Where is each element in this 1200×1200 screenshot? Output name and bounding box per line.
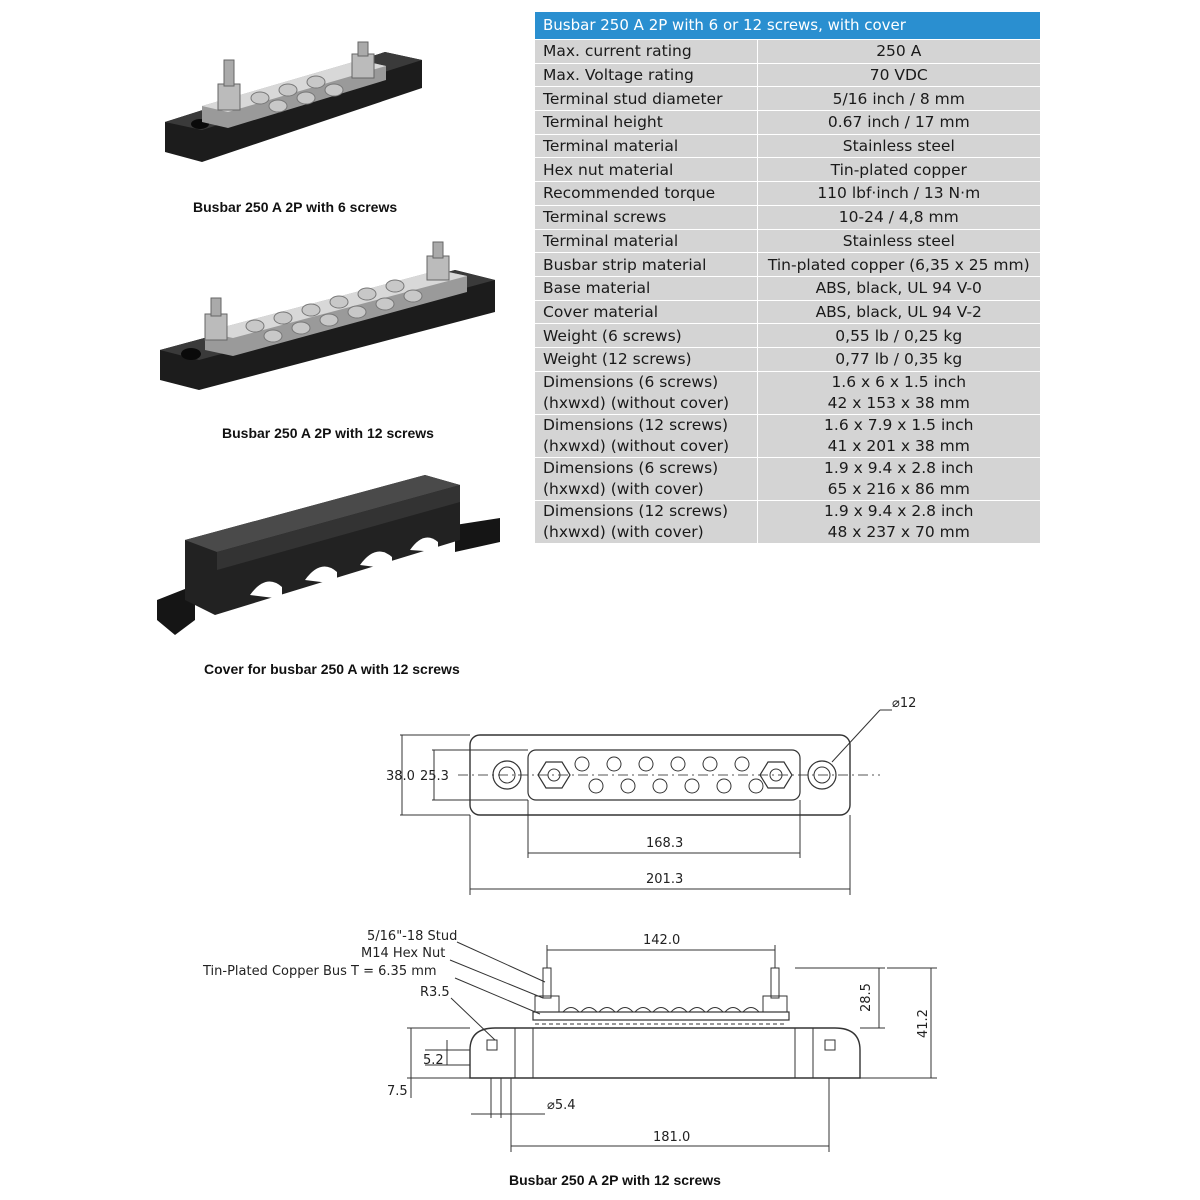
- caption-drawing: Busbar 250 A 2P with 12 screws: [509, 1172, 721, 1188]
- dim-strip-length: 168.3: [646, 836, 683, 851]
- label-radius: R3.5: [420, 985, 450, 1000]
- label-stud: 5/16"-18 Stud: [367, 929, 457, 944]
- side-view-drawing: 5/16"-18 Stud M14 Hex Nut Tin-Plated Cop…: [202, 929, 937, 1152]
- dim-width: 38.0: [386, 769, 415, 784]
- label-copper-bus: Tin-Plated Copper Bus T = 6.35 mm: [202, 964, 437, 979]
- label-hex-nut: M14 Hex Nut: [361, 946, 445, 961]
- table-row: Dimensions (12 screws)(hxwxd) (without c…: [535, 413, 1040, 458]
- dim-height-total: 41.2: [916, 1009, 931, 1038]
- table-row: Weight (12 screws)0,77 lb / 0,35 kg: [535, 346, 1040, 372]
- dim-strip-width: 25.3: [420, 769, 449, 784]
- dim-base-step: 5.2: [423, 1053, 444, 1068]
- caption-busbar-6-screws: Busbar 250 A 2P with 6 screws: [193, 199, 398, 215]
- table-row: Dimensions (6 screws)(hxwxd) (without co…: [535, 370, 1040, 415]
- dim-mounting-hole: ⌀5.4: [547, 1098, 576, 1113]
- table-row: Dimensions (12 screws)(hxwxd) (with cove…: [535, 499, 1040, 544]
- table-row: Dimensions (6 screws)(hxwxd) (with cover…: [535, 456, 1040, 501]
- dim-base: 7.5: [387, 1084, 408, 1099]
- busbar-cover-photo: [157, 475, 500, 635]
- busbar-6-screws-photo: [165, 41, 422, 162]
- dim-mounting-length: 181.0: [653, 1130, 690, 1145]
- dim-total-length: 201.3: [646, 872, 683, 887]
- caption-busbar-cover: Cover for busbar 250 A with 12 screws: [204, 661, 460, 677]
- table-row: Weight (6 screws)0,55 lb / 0,25 kg: [535, 323, 1040, 348]
- busbar-12-screws-photo: [160, 241, 495, 390]
- dim-height-top: 28.5: [859, 983, 874, 1012]
- top-view-drawing: ⌀12 38.0 25.3 168.3 201.3: [386, 696, 916, 895]
- caption-busbar-12-screws: Busbar 250 A 2P with 12 screws: [222, 425, 434, 441]
- spec-table-header: Busbar 250 A 2P with 6 or 12 screws, wit…: [535, 12, 1040, 40]
- spec-table: Busbar 250 A 2P with 6 or 12 screws, wit…: [535, 12, 1040, 544]
- dim-stud-spacing: 142.0: [643, 933, 680, 948]
- dim-hole-diameter: ⌀12: [892, 696, 916, 711]
